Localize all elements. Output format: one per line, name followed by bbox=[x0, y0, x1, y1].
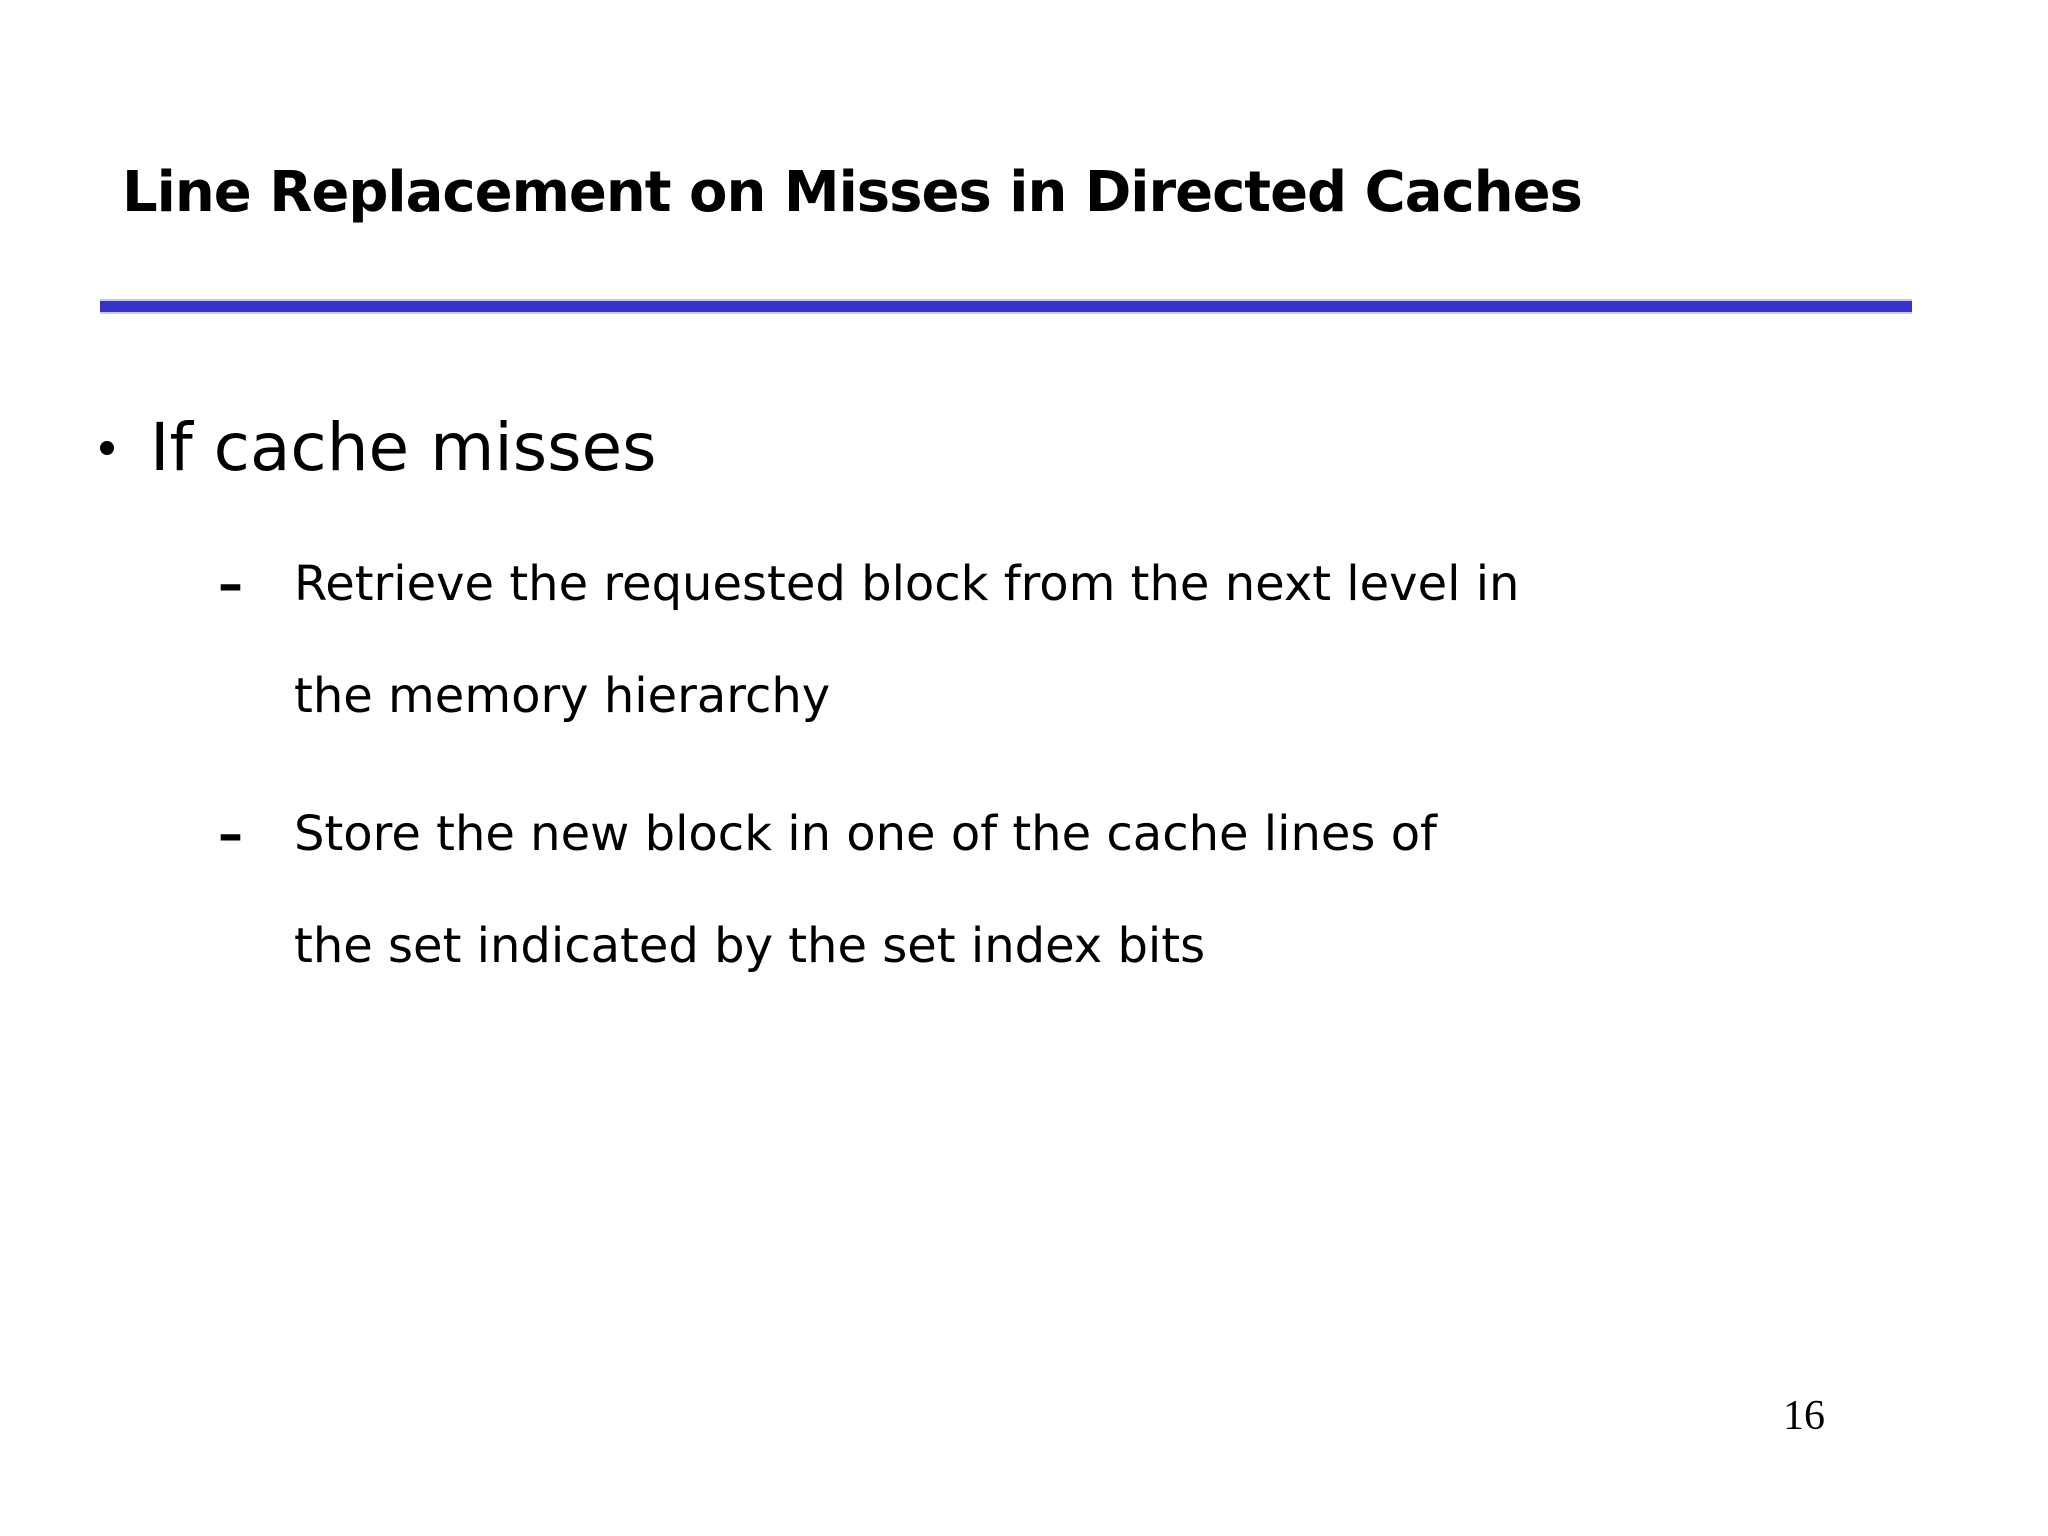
sub-bullet-item: – Retrieve the requested block from the … bbox=[218, 528, 1938, 752]
bullet-text: If cache misses bbox=[150, 409, 657, 486]
sub-bullet-text: Store the new block in one of the cache … bbox=[294, 778, 1437, 1002]
sub-bullet-item: – Store the new block in one of the cach… bbox=[218, 778, 1938, 1002]
sub-bullet-list: – Retrieve the requested block from the … bbox=[218, 528, 1938, 1002]
sub-bullet-line: Retrieve the requested block from the ne… bbox=[294, 556, 1520, 612]
sub-bullet-line: the memory hierarchy bbox=[294, 668, 831, 724]
title-underline-rule bbox=[100, 299, 1912, 314]
bullet-item: If cache misses bbox=[100, 408, 657, 487]
page-number: 16 bbox=[1783, 1393, 1825, 1439]
sub-bullet-line: Store the new block in one of the cache … bbox=[294, 806, 1437, 862]
bullet-marker-icon bbox=[100, 440, 114, 455]
dash-marker-icon: – bbox=[218, 805, 243, 863]
dash-marker-icon: – bbox=[218, 555, 243, 613]
sub-bullet-text: Retrieve the requested block from the ne… bbox=[294, 528, 1519, 752]
slide-title: Line Replacement on Misses in Directed C… bbox=[122, 160, 1583, 225]
sub-bullet-line: the set indicated by the set index bits bbox=[294, 918, 1206, 974]
